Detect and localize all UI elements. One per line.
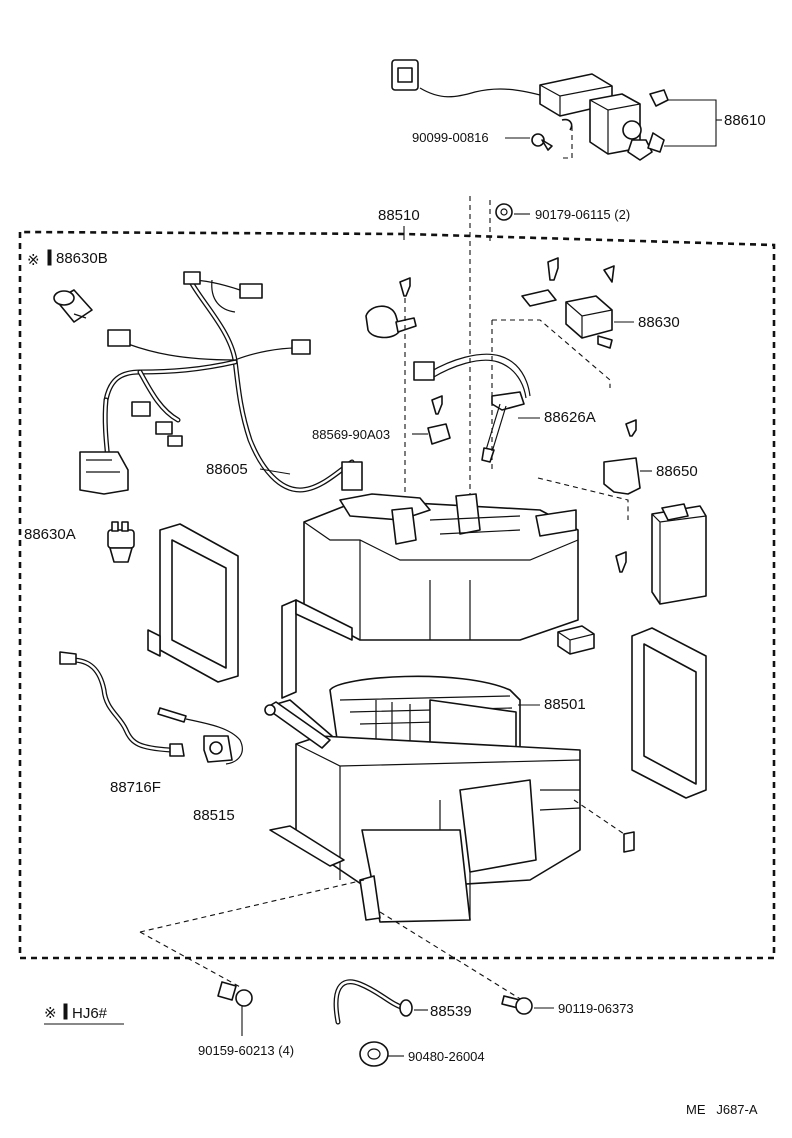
label-88510: 88510 <box>378 207 420 224</box>
part-probe <box>264 701 331 749</box>
part-gasket-right <box>631 627 707 799</box>
label-88501: 88501 <box>544 696 586 713</box>
label-90179: 90179-06115 (2) <box>535 207 631 222</box>
label-90099: 90099-00816 <box>412 130 489 145</box>
marker-bar-icon <box>47 249 68 1020</box>
part-88716f-pipe <box>59 651 185 757</box>
part-90119-bolt <box>501 995 533 1015</box>
label-88716f: 88716F <box>110 779 161 796</box>
label-90480: 90480-26004 <box>408 1049 485 1064</box>
label-88605: 88605 <box>206 461 248 478</box>
label-88539: 88539 <box>430 1003 472 1020</box>
label-88630: 88630 <box>638 314 680 331</box>
part-90099-screw <box>531 133 553 151</box>
svg-text:※: ※ <box>27 251 40 269</box>
label-88626a: 88626A <box>544 409 596 426</box>
part-88630b-sensor <box>53 289 93 323</box>
part-88605-wire-harness <box>79 271 363 495</box>
part-gasket-left <box>147 523 239 683</box>
part-88630a-sensor <box>107 521 135 563</box>
asterisk-icon: ※ ※ <box>27 251 57 1022</box>
label-88650: 88650 <box>656 463 698 480</box>
label-88630a: 88630A <box>24 526 76 543</box>
screw-top-a <box>399 277 443 415</box>
part-88610-actuator <box>391 59 669 161</box>
part-88539-hose <box>333 979 413 1025</box>
part-88515-thermistor <box>157 707 243 765</box>
label-90159: 90159-60213 (4) <box>198 1043 295 1058</box>
part-small-clip <box>623 831 635 853</box>
part-90480-grommet <box>359 1041 389 1067</box>
assembly-frame <box>18 230 776 960</box>
part-88650-amplifier <box>603 419 707 605</box>
svg-text:※: ※ <box>44 1004 57 1022</box>
label-90119: 90119-06373 <box>558 1001 634 1016</box>
part-pad-block <box>557 625 595 655</box>
part-88626a-harness <box>413 353 531 463</box>
label-88569: 88569-90A03 <box>312 427 391 442</box>
label-88515: 88515 <box>193 807 235 824</box>
part-88501-evaporator <box>269 675 581 923</box>
part-90159-bolt <box>217 981 253 1036</box>
part-90179-nut <box>495 203 513 221</box>
part-clamp <box>365 305 417 339</box>
part-upper-case <box>281 493 579 699</box>
note-hj6: HJ6# <box>72 1005 108 1022</box>
part-88569-clip <box>427 423 451 445</box>
part-88630-resistor <box>521 257 615 349</box>
label-88630b: 88630B <box>56 250 108 267</box>
label-88610: 88610 <box>724 112 766 129</box>
reference-code: ME J687-A <box>686 1102 758 1117</box>
